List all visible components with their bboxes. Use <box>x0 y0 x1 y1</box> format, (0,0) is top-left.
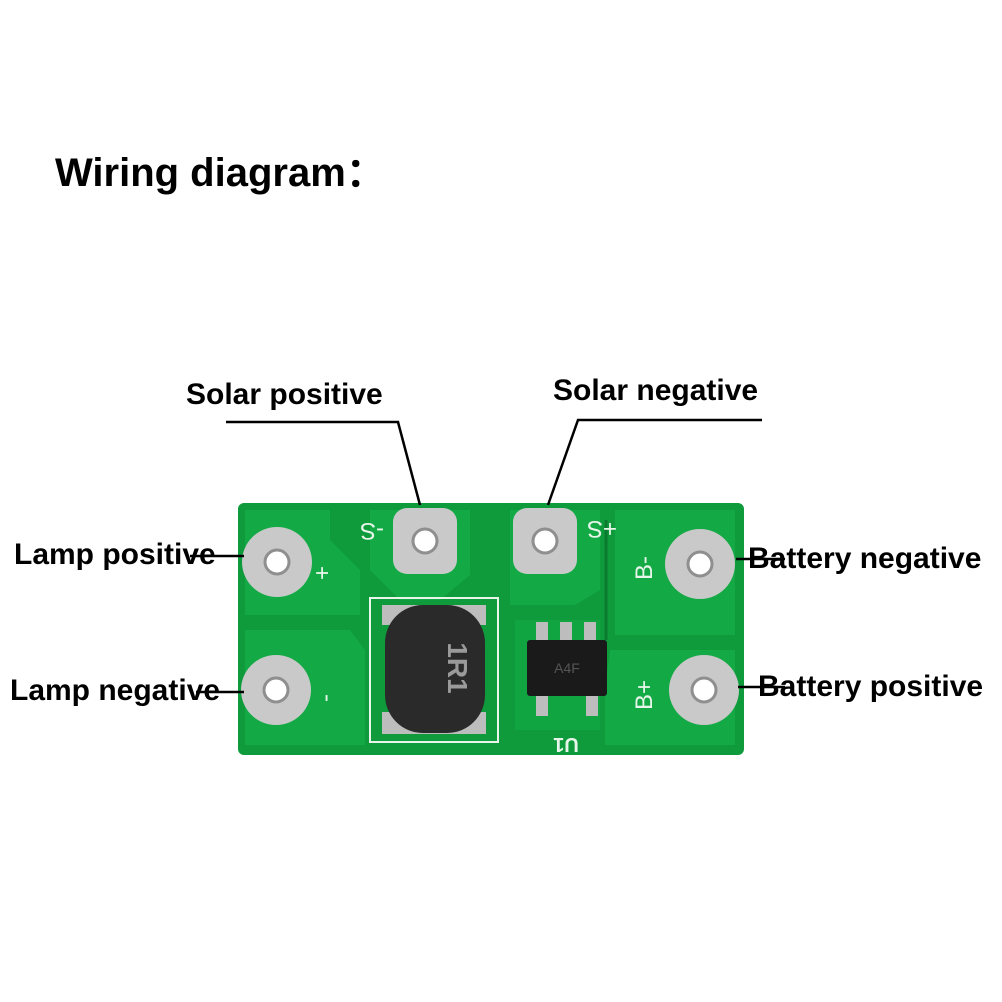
chip-ref-label: U1 <box>553 733 579 755</box>
label-solar-negative: Solar negative <box>553 374 759 407</box>
silk-solar-negative: -S <box>360 517 384 544</box>
leader-solar-positive <box>226 420 422 506</box>
silk-lamp-negative: - <box>312 694 339 702</box>
chip-lead-1 <box>536 622 548 640</box>
chip-body <box>527 640 607 696</box>
inductor-silkscreen-frame <box>369 597 499 743</box>
pad-battery-positive <box>669 655 739 725</box>
leader-solar-negative <box>546 418 762 506</box>
label-battery-positive: Battery positive <box>758 670 984 703</box>
silk-solar-positive: +S <box>587 515 617 542</box>
label-lamp-positive: Lamp positive <box>14 538 216 571</box>
silk-lamp-positive: + <box>309 566 336 580</box>
silk-battery-negative: B- <box>631 556 658 580</box>
pad-solar-negative <box>393 508 457 574</box>
pad-solar-positive <box>513 508 577 574</box>
inductor-mark: 1R1 <box>442 642 473 693</box>
chip-lead-3 <box>584 622 596 640</box>
label-lamp-negative: Lamp negative <box>10 674 221 707</box>
silk-battery-positive: B+ <box>631 680 658 710</box>
chip-lead-5 <box>586 696 598 716</box>
chip-mark: A4F <box>554 660 580 676</box>
inductor-body <box>385 605 485 733</box>
pad-lamp-positive <box>242 527 312 597</box>
label-battery-negative: Battery negative <box>748 542 982 575</box>
page-title: Wiring diagram： <box>55 151 386 195</box>
pad-battery-negative <box>665 529 735 599</box>
pad-lamp-negative <box>241 655 311 725</box>
chip-lead-2 <box>560 622 572 640</box>
chip-lead-4 <box>536 696 548 716</box>
label-solar-positive: Solar positive <box>186 378 383 411</box>
